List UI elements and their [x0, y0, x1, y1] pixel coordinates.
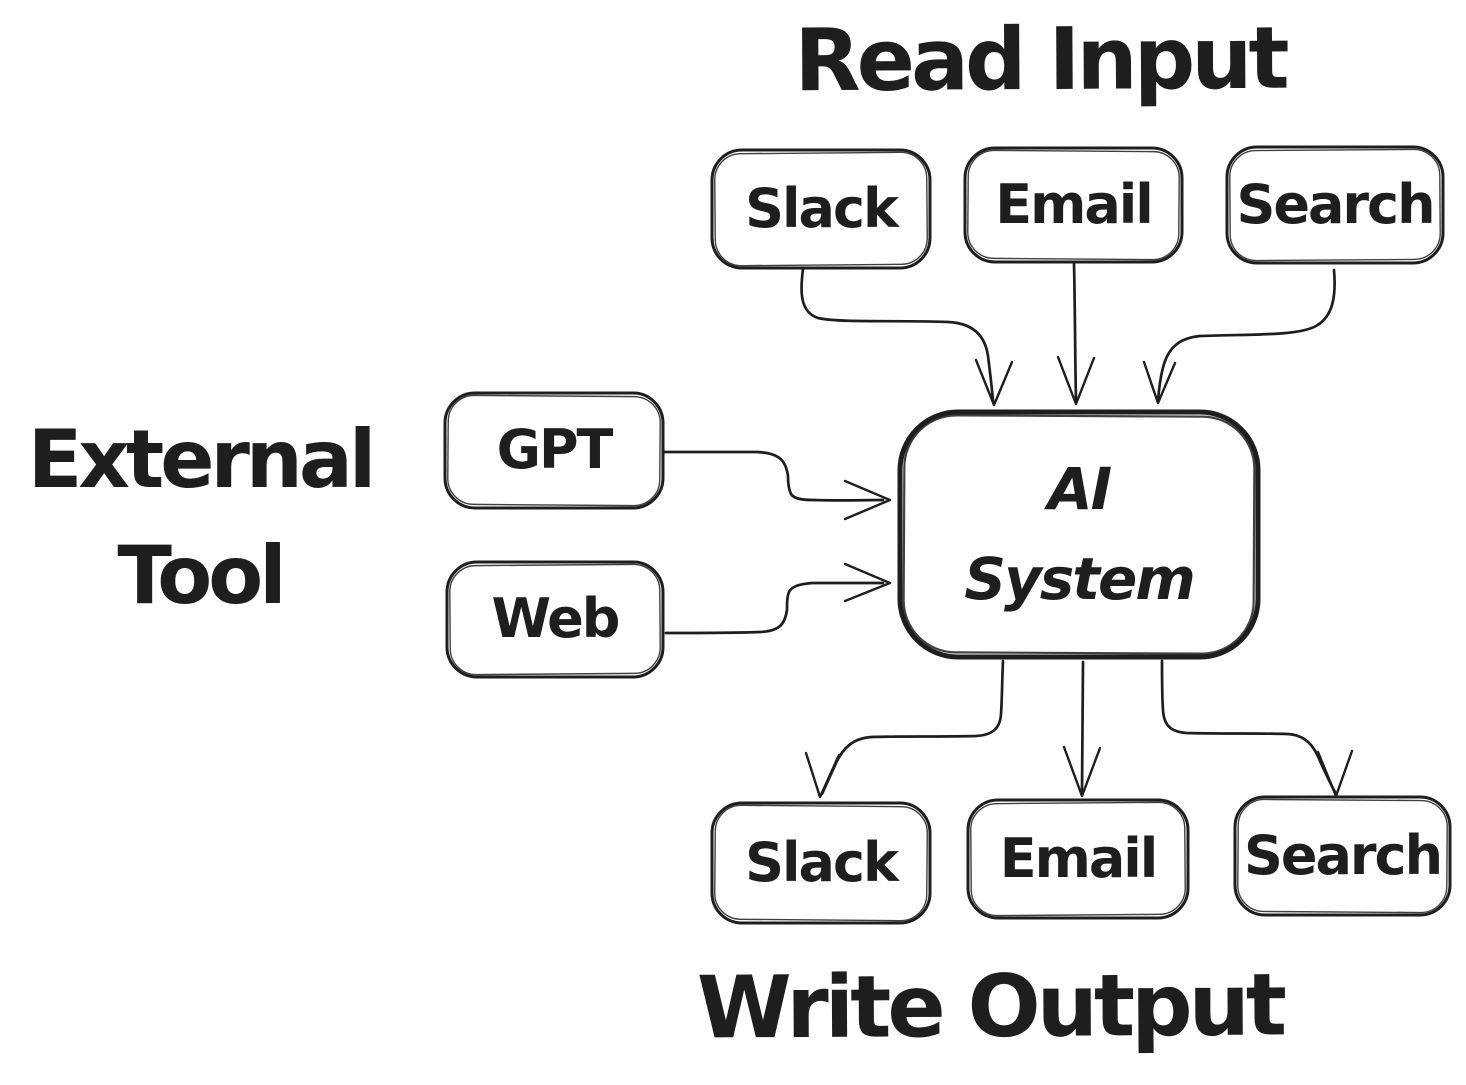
output-email-rect	[966, 798, 1190, 920]
ai-system-node-box	[897, 409, 1261, 660]
output-search-rect	[1233, 795, 1452, 917]
output-slack-rect	[710, 801, 932, 925]
tool-web-rect-overdraw	[449, 563, 661, 676]
tool-gpt-rect	[443, 391, 665, 510]
input-search-rect-overdraw	[1229, 148, 1441, 262]
arrow-input-email-head	[1056, 355, 1096, 406]
arrow-ai-to-output-slack	[804, 659, 1005, 799]
arrow-ai-to-output-search	[1160, 659, 1354, 798]
arrow-input-slack-line	[800, 267, 995, 403]
ai-system-rect-overdraw	[902, 414, 1256, 655]
input-slack-node-box	[710, 148, 932, 270]
output-email-node-box	[966, 798, 1190, 920]
arrow-input-email-line	[1072, 262, 1078, 402]
arrow-ai-to-output-email-line	[1080, 660, 1085, 794]
input-email-rect-overdraw	[967, 149, 1180, 261]
tool-gpt-label: GPT	[496, 418, 614, 482]
output-slack-node-box	[710, 801, 932, 925]
arrow-input-search-line	[1156, 268, 1336, 402]
input-email-label: Email	[995, 172, 1154, 236]
arrow-ai-to-output-email-head	[1062, 745, 1102, 798]
arrow-tool-web-to-ai	[664, 562, 892, 635]
arrow-tool-gpt-line	[662, 450, 885, 502]
arrow-ai-to-output-search-head	[1316, 749, 1354, 798]
arrow-tool-web-line	[664, 581, 885, 635]
arrow-input-search-head	[1142, 360, 1177, 405]
read-input-title: Read Input	[794, 9, 1286, 112]
arrow-tool-gpt-to-ai	[662, 450, 892, 521]
arrow-input-email-to-ai	[1056, 262, 1096, 406]
tool-gpt-rect-overdraw	[447, 394, 661, 507]
write-output-title: Write Output	[696, 955, 1284, 1059]
ai-system-rect	[897, 409, 1261, 660]
output-search-node-box	[1233, 795, 1452, 917]
output-email-label: Email	[999, 826, 1159, 890]
arrow-input-slack-to-ai	[800, 267, 1014, 407]
ai-system-label: AI System	[964, 454, 1196, 613]
input-slack-rect	[710, 148, 932, 270]
input-slack-label: Slack	[745, 176, 899, 240]
input-email-rect	[963, 146, 1184, 264]
arrow-tool-web-head	[843, 562, 892, 603]
arrow-input-slack-head	[974, 358, 1014, 407]
input-slack-rect-overdraw	[714, 151, 928, 267]
arrow-ai-to-output-slack-line	[820, 659, 1005, 796]
output-search-rect-overdraw	[1237, 798, 1448, 914]
tool-web-rect	[445, 560, 665, 679]
tool-web-node-box	[445, 560, 665, 679]
arrow-input-search-to-ai	[1142, 268, 1336, 405]
output-slack-rect-overdraw	[714, 804, 928, 922]
input-search-rect	[1225, 145, 1445, 265]
tool-web-label: Web	[491, 587, 621, 651]
input-search-node-box	[1225, 145, 1445, 265]
output-slack-label: Slack	[745, 830, 899, 894]
external-tool-label: External Tool	[27, 413, 377, 622]
input-email-node-box	[963, 146, 1184, 264]
output-search-label: Search	[1243, 823, 1443, 887]
output-email-rect-overdraw	[970, 801, 1186, 917]
arrow-ai-to-output-slack-head	[804, 751, 841, 799]
input-search-label: Search	[1236, 172, 1435, 236]
tool-gpt-node-box	[443, 391, 665, 510]
arrow-ai-to-output-email	[1062, 660, 1102, 798]
arrow-tool-gpt-head	[843, 479, 892, 521]
arrow-ai-to-output-search-line	[1160, 659, 1337, 794]
